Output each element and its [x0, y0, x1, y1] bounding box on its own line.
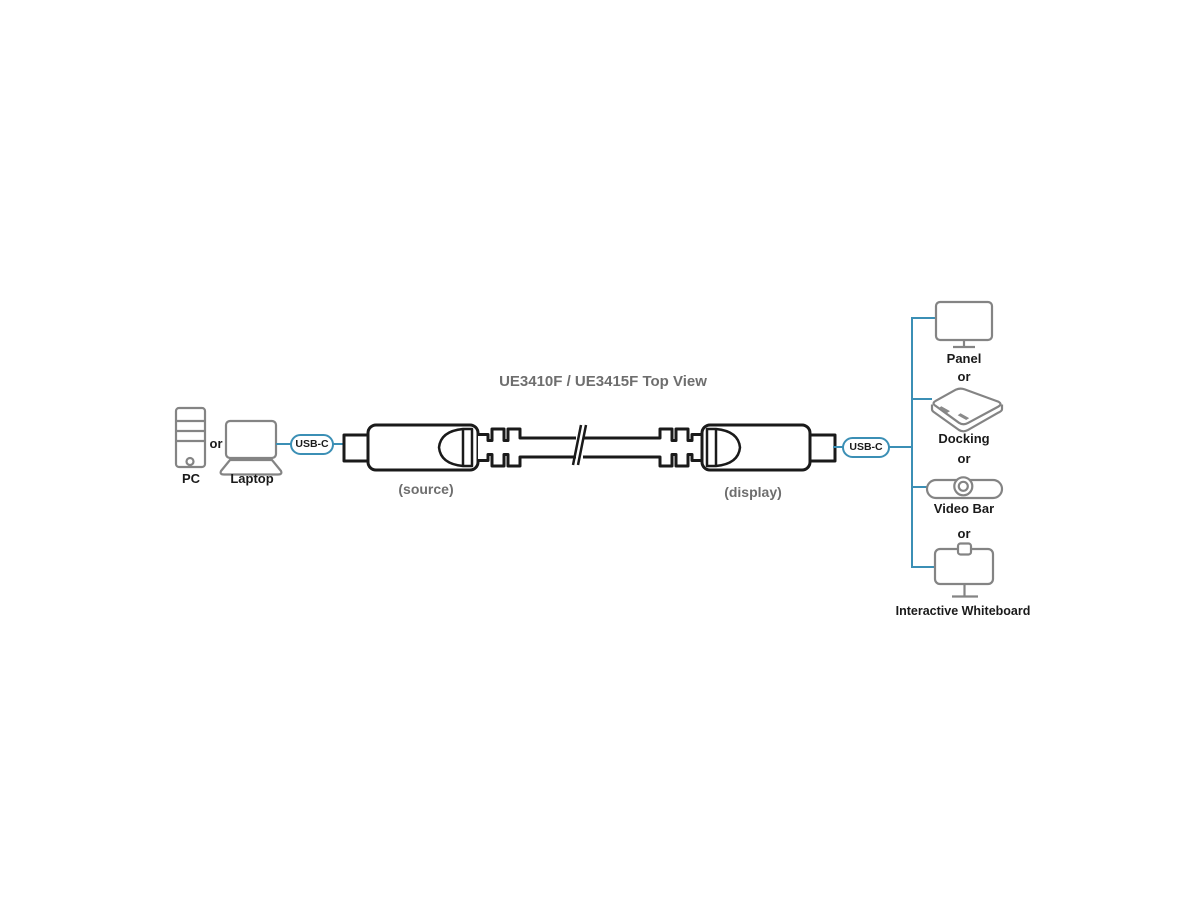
or-separator-1: or: [957, 369, 971, 384]
usb-c-badge-display: USB-C: [842, 437, 890, 458]
connector-line-source-plug: [333, 443, 343, 446]
branch-stub-docking: [911, 398, 932, 401]
branch-stub-whiteboard: [911, 566, 936, 569]
laptop-icon: [219, 419, 283, 476]
or-separator-source: or: [209, 436, 223, 451]
connector-line-branch-feed: [888, 446, 913, 449]
video-bar-icon: [925, 476, 1004, 500]
branch-trunk-line: [911, 317, 914, 568]
docking-station-icon: [930, 387, 1004, 433]
panel-icon: [934, 300, 994, 349]
connector-line-display-plug: [833, 446, 844, 449]
usb-c-cable-icon: [342, 423, 837, 472]
interactive-whiteboard-label: Interactive Whiteboard: [895, 604, 1031, 618]
connector-line-laptop: [276, 443, 292, 446]
or-separator-3: or: [957, 526, 971, 541]
panel-label: Panel: [946, 351, 982, 366]
pc-label: PC: [181, 471, 201, 486]
source-caption: (source): [398, 481, 454, 497]
laptop-label: Laptop: [230, 471, 274, 486]
usb-c-badge-source: USB-C: [290, 434, 334, 455]
video-bar-label: Video Bar: [933, 501, 995, 516]
branch-stub-panel: [911, 317, 936, 320]
pc-tower-icon: [174, 406, 207, 469]
docking-label: Docking: [938, 431, 990, 446]
interactive-whiteboard-icon: [933, 542, 995, 598]
diagram-title: UE3410F / UE3415F Top View: [499, 373, 707, 390]
or-separator-2: or: [957, 451, 971, 466]
branch-stub-video-bar: [911, 486, 928, 489]
display-caption: (display): [724, 484, 782, 500]
